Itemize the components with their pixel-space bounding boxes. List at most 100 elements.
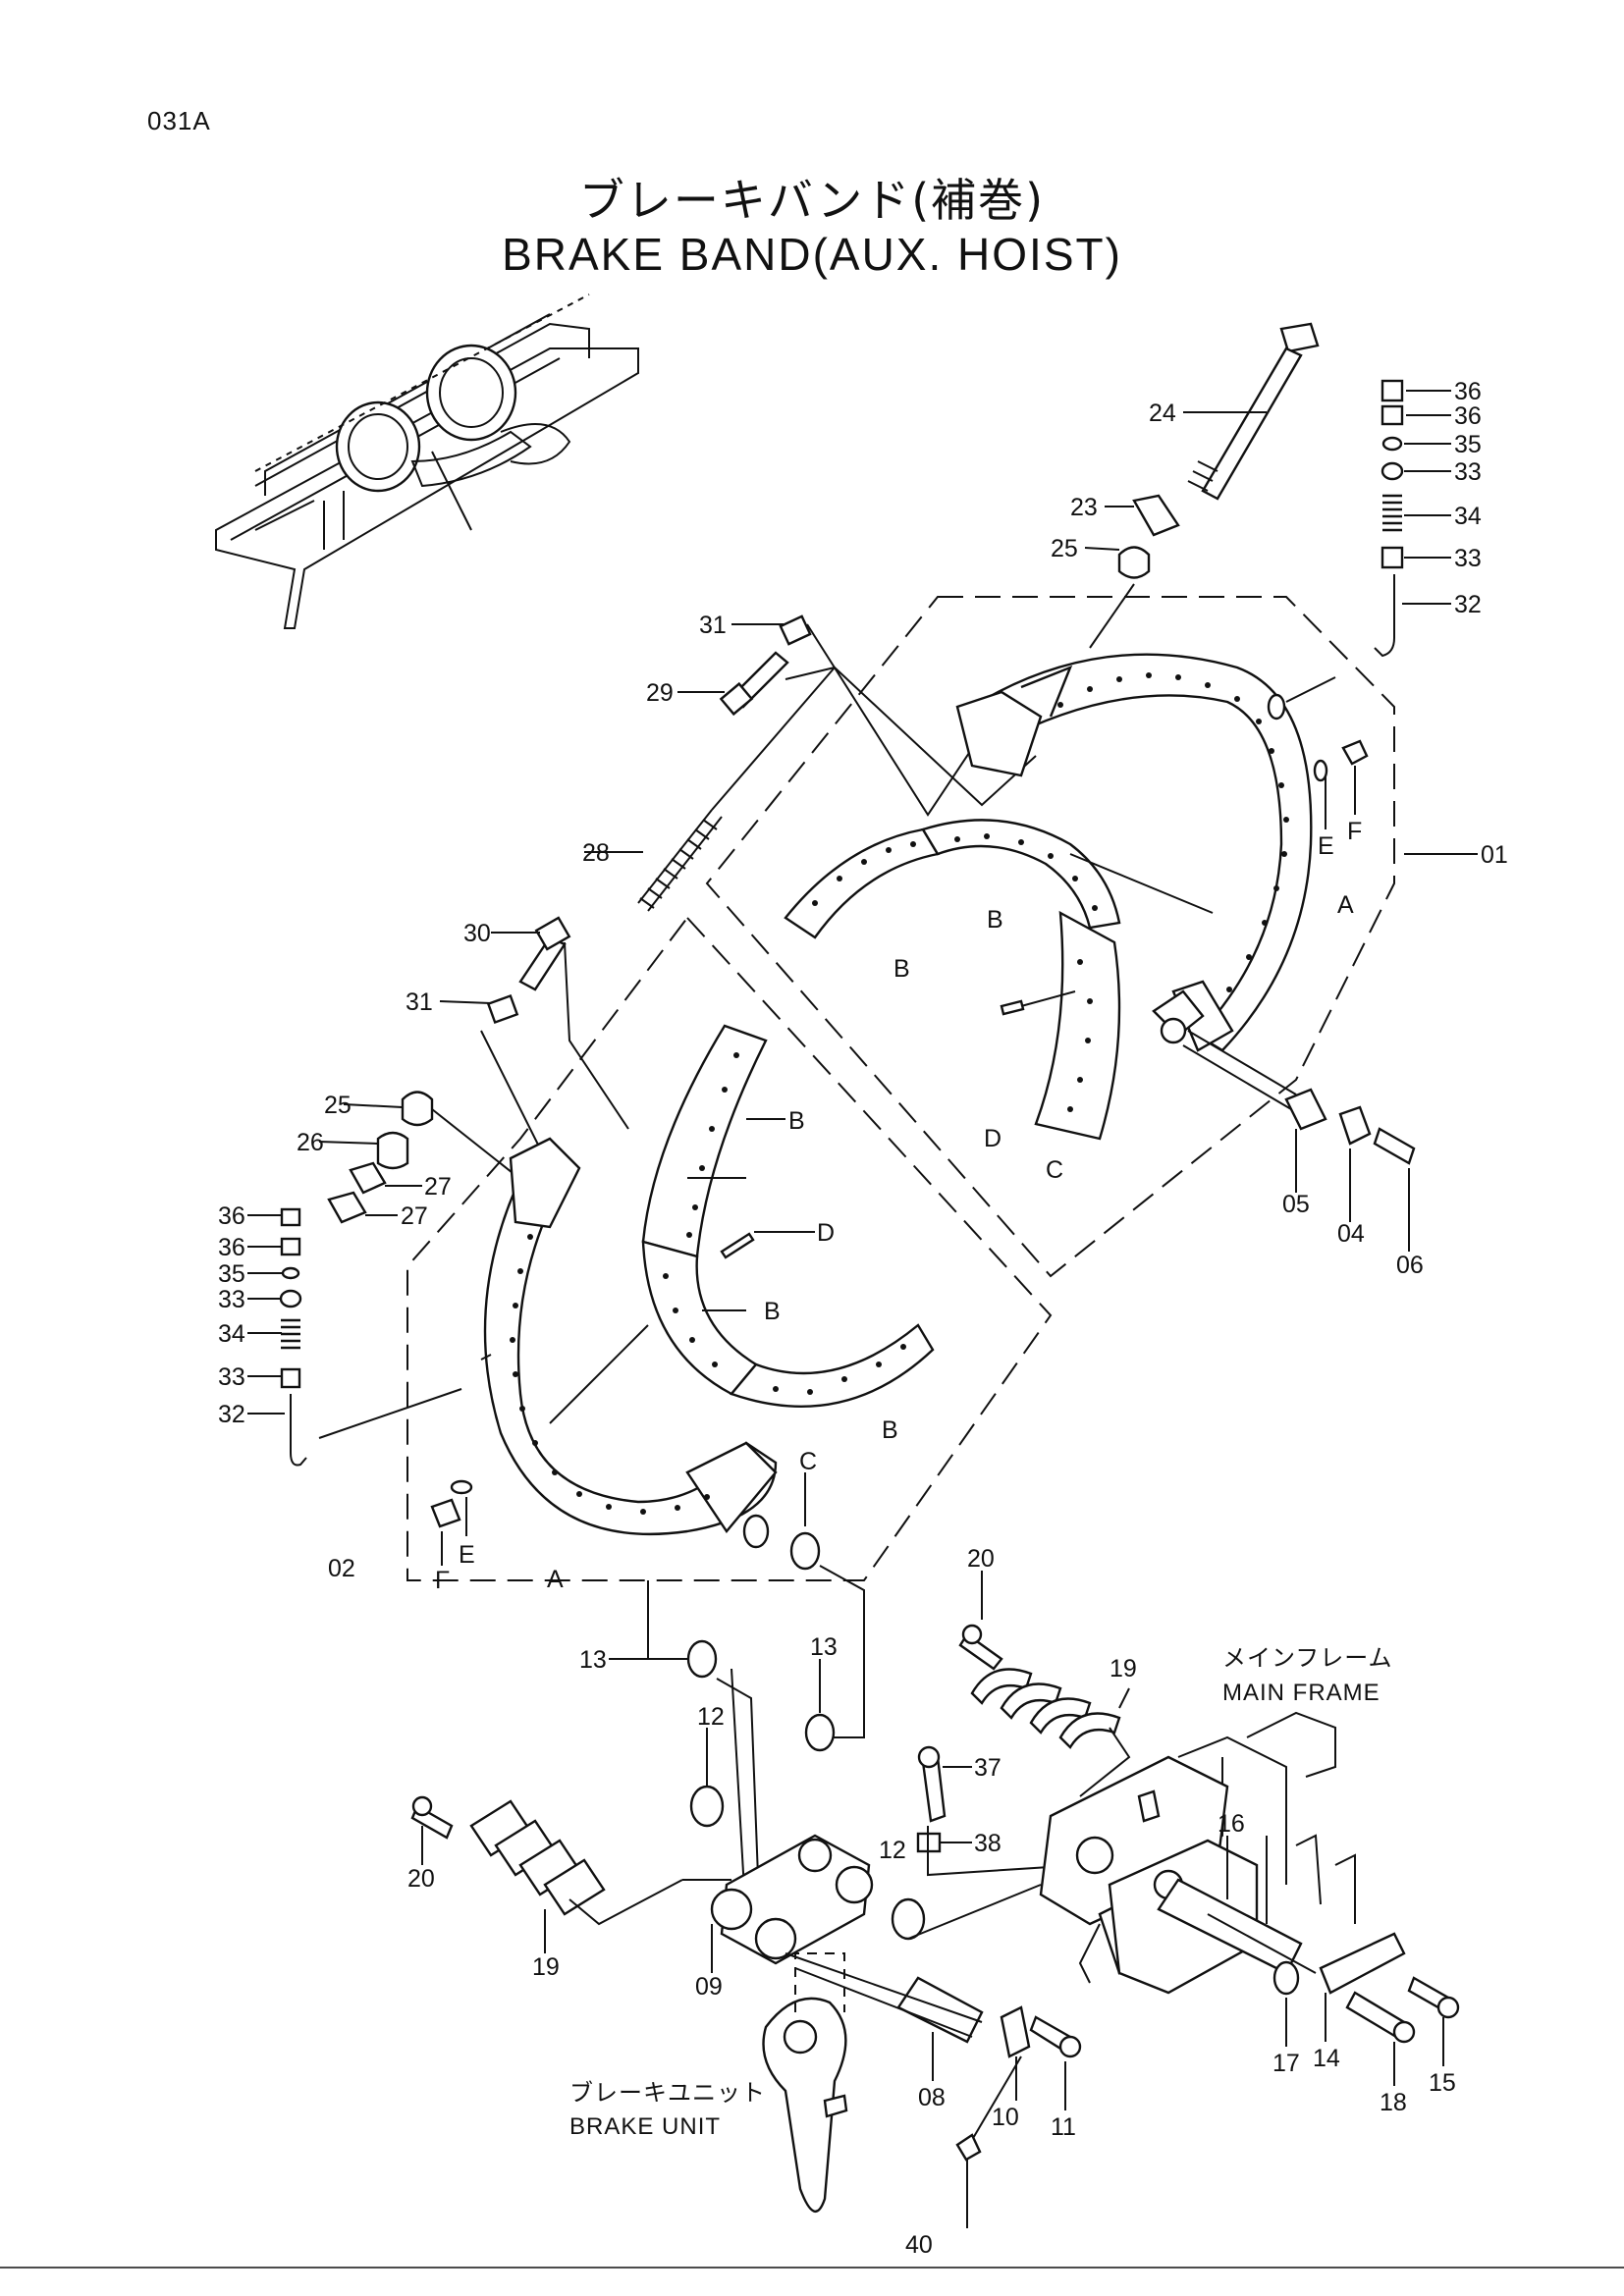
callout-23: 23: [1070, 494, 1098, 521]
callout-15: 15: [1429, 2069, 1456, 2097]
callout-11: 11: [1051, 2113, 1076, 2141]
lever-09: [710, 1834, 874, 1965]
callout-31: 31: [699, 612, 727, 639]
callout-c: C: [1046, 1156, 1063, 1184]
plate-10: [1000, 2005, 1031, 2058]
callout-a: A: [1337, 891, 1354, 919]
callout-01: 01: [1481, 841, 1508, 869]
callout-14: 14: [1313, 2045, 1340, 2072]
callout-b: B: [987, 906, 1003, 934]
callout-f: F: [435, 1567, 450, 1594]
callout-08: 08: [918, 2084, 946, 2111]
callout-28: 28: [582, 839, 610, 867]
callout-e: E: [1318, 832, 1334, 860]
callout-05: 05: [1282, 1191, 1310, 1218]
callout-25: 25: [1051, 535, 1078, 562]
assembly-outline-02: [406, 916, 1053, 1581]
callout-e: E: [459, 1541, 475, 1569]
callout-25: 25: [324, 1092, 352, 1119]
callout-29: 29: [646, 679, 674, 707]
callout-12: 12: [697, 1703, 725, 1731]
brake-band-lower: [483, 1137, 778, 1536]
callout-32: 32: [218, 1401, 245, 1428]
brake-liner-lower-lower: [729, 1323, 935, 1408]
nut-f-lower: [430, 1498, 461, 1528]
callout-36: 36: [1454, 378, 1482, 405]
callout-30: 30: [463, 920, 491, 947]
page-title-japanese: ブレーキバンド(補巻): [578, 174, 1046, 227]
bushing-25-top: [1117, 546, 1151, 579]
callout-18: 18: [1380, 2089, 1407, 2116]
main-frame-label-japanese: メインフレーム: [1222, 1645, 1393, 1672]
spring-hardware-stack-right: [1374, 379, 1451, 658]
main-frame-drawing: [1039, 1711, 1356, 1995]
callout-27: 27: [424, 1173, 452, 1201]
callout-26: 26: [297, 1129, 324, 1156]
assembly-outline-01: [705, 596, 1395, 1278]
nut-27-a: [349, 1161, 387, 1195]
bushing-17: [1272, 1960, 1300, 1996]
shims-19-right: [970, 1668, 1121, 1749]
callout-27: 27: [401, 1202, 428, 1230]
nut-27-b: [327, 1191, 367, 1224]
callout-31: 31: [406, 988, 433, 1016]
callout-35: 35: [218, 1260, 245, 1288]
callout-24: 24: [1149, 400, 1176, 427]
callout-d: D: [817, 1219, 835, 1247]
bolt-24: [1187, 322, 1320, 501]
main-frame-label: MAIN FRAME: [1222, 1680, 1380, 1706]
page-title: BRAKE BAND(AUX. HOIST): [502, 229, 1122, 280]
callout-34: 34: [1454, 503, 1482, 530]
callout-36: 36: [218, 1234, 245, 1261]
bushing-26: [376, 1131, 409, 1170]
callout-10: 10: [992, 2104, 1019, 2131]
callout-34: 34: [218, 1320, 245, 1348]
bushing-12-left: [689, 1785, 725, 1828]
callout-a: A: [547, 1566, 564, 1593]
plate-14: [1319, 1932, 1406, 1995]
brake-liner-upper-right: [1034, 910, 1121, 1141]
callout-b: B: [882, 1416, 898, 1444]
nut-f-upper: [1341, 739, 1369, 766]
callout-33: 33: [218, 1286, 245, 1313]
brake-unit-lever: [762, 1952, 848, 2213]
brake-liner-lower-middle: [641, 1240, 758, 1396]
rivet-d-upper: [1000, 999, 1025, 1016]
callout-19: 19: [532, 1953, 560, 1981]
callout-12: 12: [879, 1837, 906, 1864]
callout-33: 33: [218, 1363, 245, 1391]
callout-33: 33: [1454, 458, 1482, 486]
callout-b: B: [893, 955, 910, 983]
callout-20: 20: [967, 1545, 995, 1573]
callout-36: 36: [1454, 402, 1482, 430]
pin-05: [1284, 1088, 1327, 1131]
callout-17: 17: [1272, 2050, 1300, 2077]
brake-liner-upper-left: [784, 828, 940, 939]
plate-04: [1338, 1105, 1372, 1146]
spring-28: [637, 809, 723, 912]
callout-b: B: [788, 1107, 805, 1135]
callout-36: 36: [218, 1202, 245, 1230]
callout-02: 02: [328, 1555, 355, 1582]
spring-hardware-stack-left: [247, 1207, 307, 1467]
nut-31-top: [779, 614, 812, 646]
bushing-c-lower: [742, 1514, 770, 1549]
brake-band-upper: [955, 653, 1313, 1052]
bushing-25-lower: [401, 1091, 434, 1127]
callout-04: 04: [1337, 1220, 1365, 1248]
callout-35: 35: [1454, 431, 1482, 458]
callout-37: 37: [974, 1754, 1001, 1782]
rivet-d-lower: [720, 1232, 755, 1259]
bushing-13-right: [804, 1713, 836, 1752]
washer-e-lower: [450, 1479, 473, 1495]
brake-liner-lower-upper: [641, 1024, 768, 1258]
callout-13: 13: [579, 1646, 607, 1674]
grease-fitting-40: [955, 2133, 982, 2162]
callout-16: 16: [1218, 1810, 1245, 1838]
callout-38: 38: [974, 1830, 1001, 1857]
shaft-08: [896, 1976, 984, 2044]
bushing-13-left: [686, 1639, 718, 1679]
callout-d: D: [984, 1125, 1001, 1152]
bushing-12-right: [891, 1897, 926, 1941]
